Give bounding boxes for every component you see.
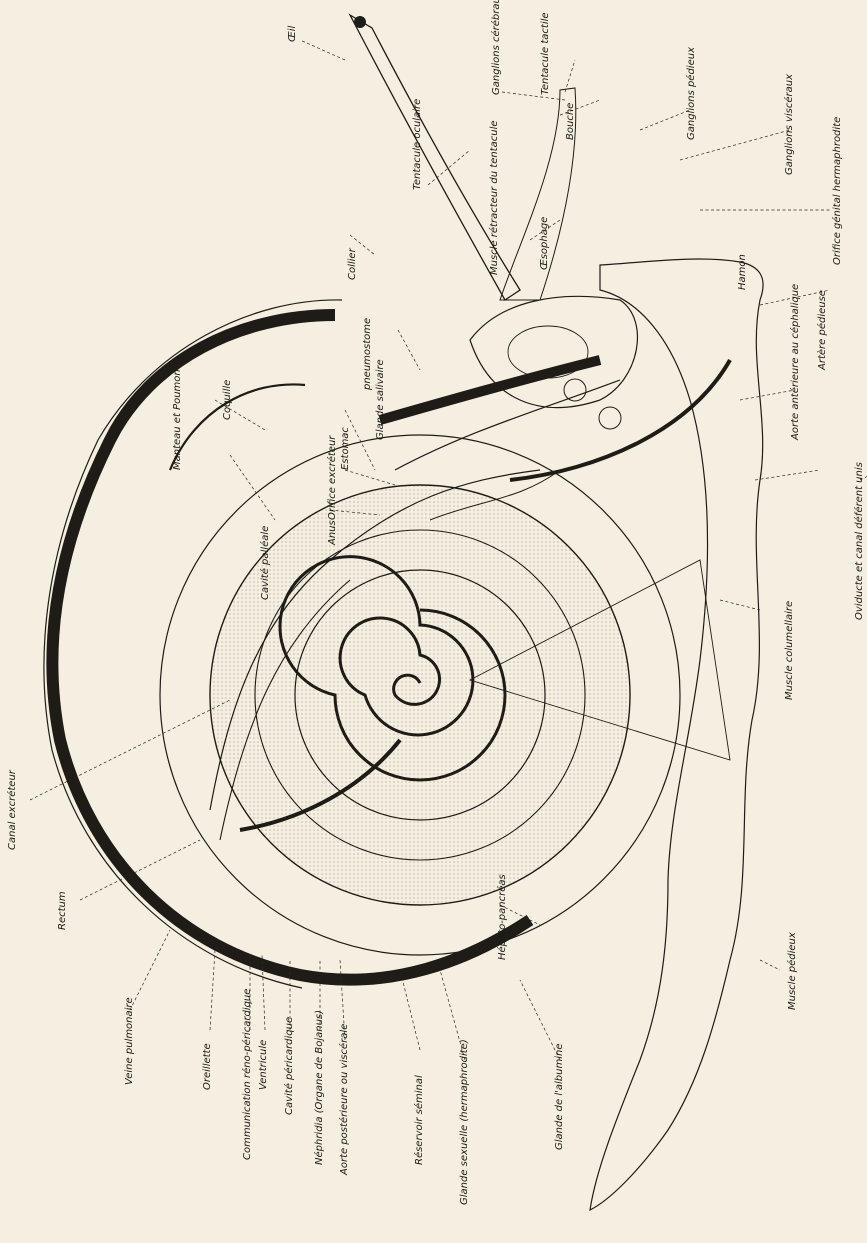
label-estomac: Estomac xyxy=(340,427,351,470)
label-glande-albumine: Glande de l'albumine xyxy=(554,1044,565,1150)
label-orifice-excreteur: Orifice excréteur xyxy=(326,435,338,520)
label-communication: Communication réno-péricardique xyxy=(241,989,253,1160)
label-tentacule-oculaire: Tentacule oculaire xyxy=(412,99,423,190)
eye-spot xyxy=(354,16,366,28)
label-manteau-poumon: Manteau et Poumon xyxy=(172,369,183,470)
label-cavite-palleale: Cavité palléale xyxy=(259,526,271,600)
label-veine-pulmonaire: Veine pulmonaire xyxy=(124,997,135,1085)
visceral-spiral xyxy=(160,360,730,955)
label-oesophage: Œsophage xyxy=(539,217,550,270)
label-bouche: Bouche xyxy=(565,103,576,140)
label-orifice-genital: Orifice génital hermaphrodite xyxy=(831,117,843,265)
label-pneumostome: pneumostome xyxy=(362,318,373,391)
label-glande-sexuelle: Glande sexuelle (hermaphrodite) xyxy=(459,1039,470,1205)
label-ganglions-pedieux: Ganglions pédieux xyxy=(685,47,697,140)
label-ventricule: Ventricule xyxy=(258,1040,269,1090)
label-oreillette: Oreillette xyxy=(202,1043,213,1090)
label-oeil: Œil xyxy=(287,26,298,42)
label-nephridia: Néphridia (Organe de Bojanus) xyxy=(313,1010,325,1165)
label-anus: Anus xyxy=(327,520,338,546)
label-tentacule-tactile: Tentacule tactile xyxy=(540,12,551,95)
label-muscle-columellaire: Muscle columellaire xyxy=(784,601,795,700)
label-ganglions-visceraux: Ganglions viscéraux xyxy=(783,74,795,175)
label-collier: Collier xyxy=(347,247,358,280)
label-artere-pedieuse: Artère pédieuse xyxy=(816,290,828,371)
label-muscle-retracteur: Muscle rétracteur du tentacule xyxy=(488,121,500,276)
label-reservoir-seminal: Réservoir séminal xyxy=(413,1075,425,1165)
label-ganglions-cerebraux: Ganglions cérébraux xyxy=(490,0,502,95)
label-hepato-pancreas: Hépato-pancréas xyxy=(496,874,508,960)
artist-signature: Hamon xyxy=(737,254,748,290)
label-muscle-pedieux: Muscle pédieux xyxy=(786,932,798,1010)
label-oviducte-canal: Oviducte et canal déférent unis xyxy=(853,462,865,620)
label-glande-salivaire: Glande salivaire xyxy=(375,359,386,440)
label-rectum: Rectum xyxy=(57,891,68,930)
label-cavite-pericardique: Cavité péricardique xyxy=(283,1017,295,1115)
label-aorte-posterieure: Aorte postérieure ou viscérale xyxy=(338,1024,350,1176)
label-aorte-anterieure: Aorte antérieure au céphalique xyxy=(789,284,801,441)
label-coquille: Coquille xyxy=(222,380,233,420)
label-canal-excreteur: Canal excréteur xyxy=(6,769,18,850)
